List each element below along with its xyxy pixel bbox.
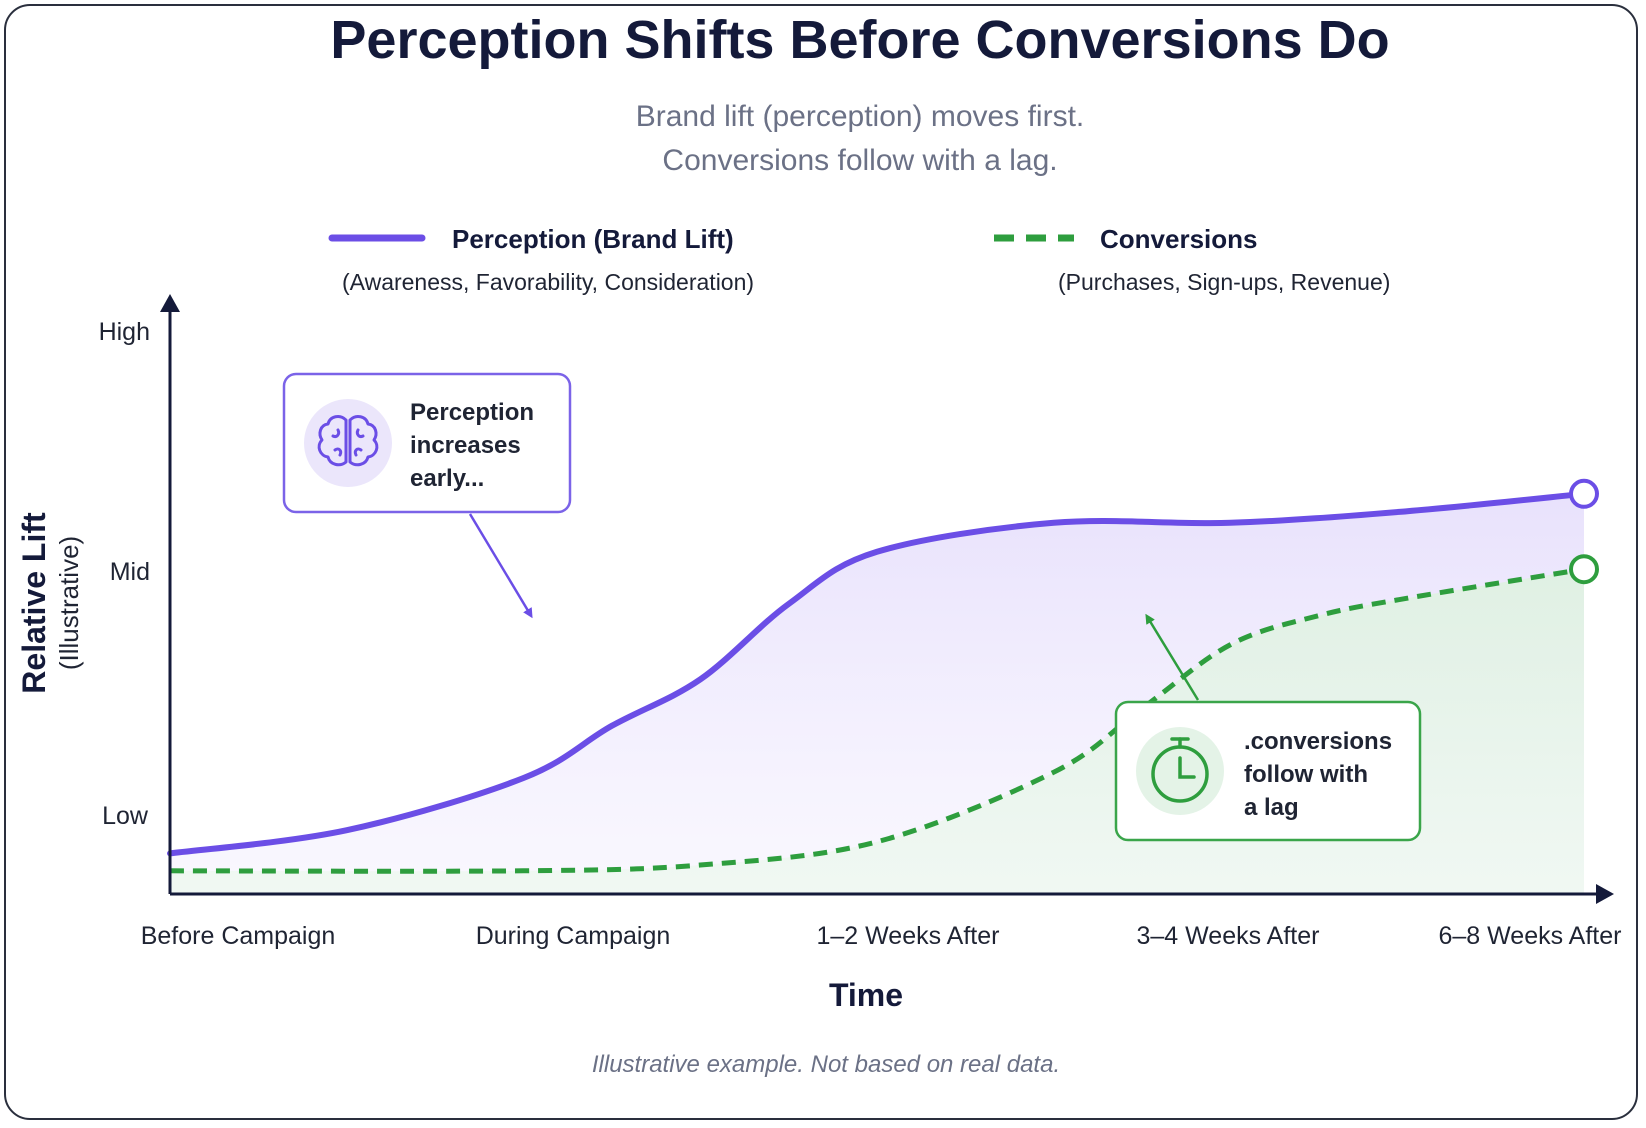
stopwatch-icon — [1136, 727, 1224, 815]
x-tick-1-2-weeks-after: 1–2 Weeks After — [817, 922, 1000, 950]
x-tick-during-campaign: During Campaign — [476, 922, 671, 950]
legend-label-perception: Perception (Brand Lift) — [452, 224, 734, 254]
annotation-perception-line-3: early... — [410, 465, 484, 492]
y-tick-high: High — [99, 318, 150, 346]
y-axis-title: Relative Lift — [16, 512, 52, 694]
legend-sub-perception: (Awareness, Favorability, Consideration) — [342, 269, 754, 295]
annotation-perception-line-1: Perception — [410, 399, 534, 426]
annotation-conversions-line-3: a lag — [1244, 794, 1299, 821]
y-tick-low: Low — [102, 802, 149, 830]
endpoint-perception — [1569, 478, 1599, 509]
brain-icon — [304, 399, 392, 487]
series-line-conversions — [169, 566, 1585, 874]
y-axis-subtitle: (Illustrative) — [54, 536, 84, 670]
annotation-perception-arrow — [468, 513, 533, 619]
annotation-conversions-line-1: .conversions — [1244, 728, 1392, 755]
chart-subtitle-line-2: Conversions follow with a lag. — [662, 144, 1057, 177]
x-tick-3-4-weeks-after: 3–4 Weeks After — [1137, 922, 1320, 950]
x-tick-6-8-weeks-after: 6–8 Weeks After — [1439, 922, 1622, 950]
endpoint-conversions — [1569, 554, 1599, 585]
legend-sub-conversions: (Purchases, Sign-ups, Revenue) — [1058, 269, 1390, 295]
annotation-conversions: .conversions follow with a lag — [1114, 613, 1422, 842]
footnote: Illustrative example. Not based on real … — [592, 1051, 1060, 1078]
axes — [160, 294, 1614, 904]
legend: Perception (Brand Lift) (Awareness, Favo… — [328, 224, 1390, 295]
series-line-perception — [167, 490, 1587, 857]
legend-label-conversions: Conversions — [1100, 224, 1258, 254]
x-axis-arrow — [1596, 884, 1614, 904]
x-tick-before-campaign: Before Campaign — [141, 922, 336, 950]
annotation-perception: Perception increases early... — [282, 372, 572, 619]
y-tick-mid: Mid — [110, 558, 150, 586]
chart-subtitle-line-1: Brand lift (perception) moves first. — [636, 100, 1085, 133]
annotation-conversions-line-2: follow with — [1244, 761, 1368, 788]
x-axis-title: Time — [829, 977, 903, 1013]
chart-title: Perception Shifts Before Conversions Do — [330, 10, 1389, 70]
annotation-perception-line-2: increases — [410, 432, 521, 459]
y-axis-arrow — [160, 294, 180, 312]
annotation-conversions-arrow — [1145, 613, 1200, 701]
